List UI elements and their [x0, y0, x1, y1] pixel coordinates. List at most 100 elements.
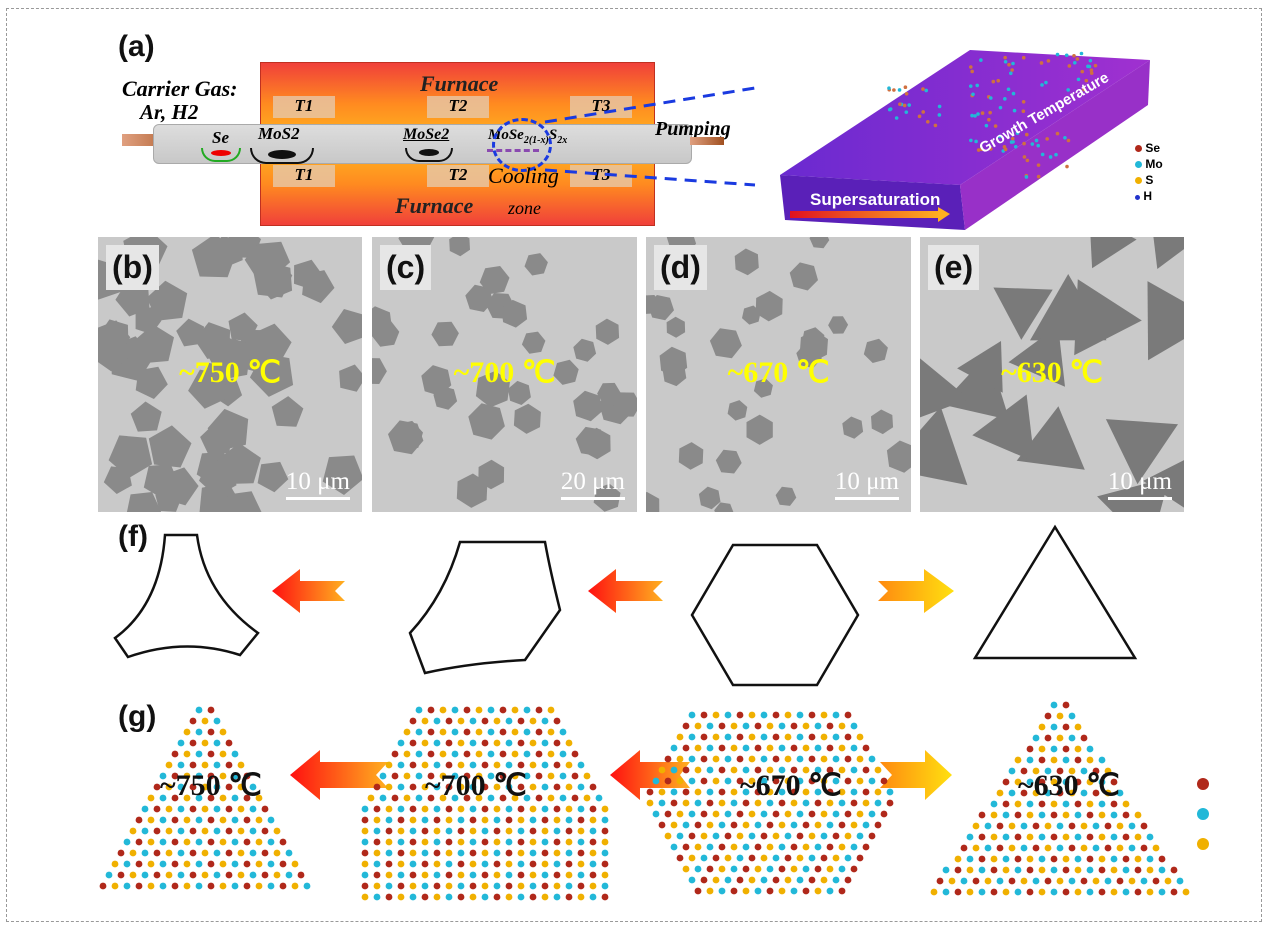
- scale-bar: 10 μm: [834, 468, 899, 500]
- lattice-atom: [1032, 734, 1040, 742]
- lattice-atom: [1056, 844, 1064, 852]
- lattice-atom: [201, 849, 209, 857]
- flake: [251, 323, 292, 365]
- lattice-atom: [972, 844, 980, 852]
- sem-label: (e): [928, 245, 980, 290]
- lattice-atom: [505, 860, 513, 868]
- lattice-atom: [754, 821, 762, 829]
- lattice-atom: [820, 876, 828, 884]
- lattice-atom: [706, 821, 714, 829]
- lattice-atom: [373, 827, 381, 835]
- lattice-atom: [802, 843, 810, 851]
- lattice-atom: [1074, 745, 1082, 753]
- lattice-atom: [802, 744, 810, 752]
- lattice-atom: [754, 843, 762, 851]
- lattice-atom: [207, 882, 215, 890]
- lattice-atom: [766, 788, 774, 796]
- lattice-atom: [433, 783, 441, 791]
- lattice-atom: [706, 799, 714, 807]
- lattice-atom: [601, 882, 609, 890]
- lattice-atom: [469, 816, 477, 824]
- lattice-atom: [1134, 811, 1142, 819]
- lattice-atom: [676, 810, 684, 818]
- lattice-atom: [475, 728, 483, 736]
- lattice-atom: [457, 849, 465, 857]
- lattice-atom: [237, 805, 245, 813]
- lattice-atom: [129, 827, 137, 835]
- atom: [1065, 164, 1069, 169]
- lattice-atom: [1002, 833, 1010, 841]
- lattice-atom: [499, 750, 507, 758]
- flake: [1153, 237, 1184, 269]
- lattice-atom: [1086, 745, 1094, 753]
- lattice-atom: [403, 794, 411, 802]
- lattice-atom: [1062, 756, 1070, 764]
- atom: [1089, 71, 1094, 75]
- lattice-atom: [1182, 888, 1190, 896]
- lattice-atom: [201, 761, 209, 769]
- atom: [1046, 59, 1051, 63]
- lattice-atom: [1050, 800, 1058, 808]
- lattice-atom: [688, 733, 696, 741]
- lattice-atom: [361, 882, 369, 890]
- lattice-atom: [159, 816, 167, 824]
- lattice-atom: [1092, 877, 1100, 885]
- lattice-atom: [487, 728, 495, 736]
- lattice-atom: [135, 882, 143, 890]
- lattice-atom: [511, 772, 519, 780]
- flake: [659, 346, 688, 377]
- lattice-atom: [243, 860, 251, 868]
- flake: [646, 491, 660, 512]
- temperature-label: ~670 ℃: [727, 356, 830, 389]
- lattice-atom: [589, 827, 597, 835]
- flake: [508, 380, 531, 405]
- lattice-atom: [541, 882, 549, 890]
- lattice-atom: [457, 816, 465, 824]
- lattice-atom: [1134, 855, 1142, 863]
- lattice-atom: [724, 810, 732, 818]
- lattice-atom: [415, 728, 423, 736]
- lattice-atom: [826, 744, 834, 752]
- lattice-atom: [1128, 877, 1136, 885]
- lattice-atom: [802, 865, 810, 873]
- lattice-atom: [1074, 833, 1082, 841]
- lattice-atom: [231, 816, 239, 824]
- zone-t2-bottom: T2: [427, 165, 489, 187]
- lattice-atom: [778, 766, 786, 774]
- lattice-atom: [141, 805, 149, 813]
- lattice-atom: [583, 772, 591, 780]
- lattice-atom: [171, 860, 179, 868]
- lattice-atom: [1002, 866, 1010, 874]
- flake: [863, 338, 888, 363]
- se-atom-icon: [1197, 778, 1209, 790]
- lattice-atom: [469, 849, 477, 857]
- atom: [1076, 77, 1081, 82]
- atom: [1079, 51, 1084, 56]
- lattice-atom: [814, 788, 822, 796]
- flake: [249, 353, 294, 397]
- lattice-atom: [1002, 811, 1010, 819]
- lattice-atom: [1170, 866, 1178, 874]
- lattice-atom: [445, 838, 453, 846]
- lattice-atom: [670, 843, 678, 851]
- lattice-atom: [784, 810, 792, 818]
- lattice-atom: [1086, 778, 1094, 786]
- flake: [920, 358, 970, 418]
- lattice-atom: [826, 821, 834, 829]
- lattice-atom: [219, 838, 227, 846]
- atom: [996, 78, 1001, 83]
- atom: [1015, 131, 1020, 135]
- lattice-atom: [790, 887, 798, 895]
- legend-item-h: H: [1135, 188, 1163, 204]
- atom: [989, 96, 993, 100]
- lattice-atom: [990, 855, 998, 863]
- lattice-atom: [147, 816, 155, 824]
- lattice-atom: [457, 871, 465, 879]
- lattice-atom: [1044, 844, 1052, 852]
- lattice-atom: [243, 882, 251, 890]
- lattice-atom: [261, 849, 269, 857]
- lattice-atom: [1110, 855, 1118, 863]
- lattice-atom: [706, 843, 714, 851]
- lattice-atom: [535, 772, 543, 780]
- lattice-atom: [1038, 811, 1046, 819]
